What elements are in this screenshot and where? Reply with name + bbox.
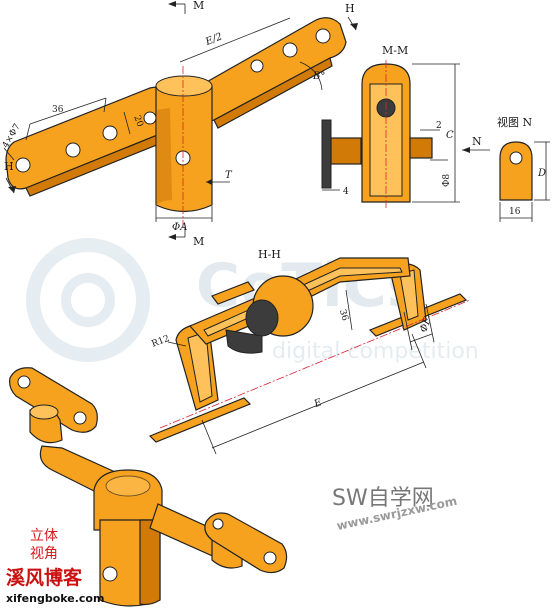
section-mark-h-right: H: [345, 2, 358, 31]
dim-36-left: 36: [25, 97, 107, 141]
dim-4: 4: [322, 187, 349, 197]
sw-brand: SW自学网: [332, 486, 434, 511]
dim-r12-label: R12: [151, 334, 172, 350]
section-mark-m-bottom-label: M: [193, 235, 204, 248]
dim-36-hh: 36: [337, 289, 353, 331]
dim-16: 16: [499, 202, 533, 222]
dim-phi8-label: Φ8: [442, 174, 452, 187]
dim-d-label: D: [537, 168, 546, 179]
iso-caption-line2: 视角: [30, 546, 58, 562]
section-hh-title: H-H: [258, 248, 281, 261]
blog-name: 溪风博客: [6, 566, 83, 589]
dim-2-label: 2: [436, 121, 442, 131]
view-n: 视图 N D 16: [497, 115, 550, 222]
section-mark-m-top-label: M: [193, 0, 204, 12]
top-detail-view: M M H H E/2 B°: [1, 0, 358, 248]
dim-b: B°: [299, 61, 325, 91]
view-n-arrow-label: N: [472, 135, 482, 148]
section-mark-m-bottom: M: [168, 227, 204, 248]
dim-t: T: [206, 170, 233, 185]
blog-url: xifengboke.com: [6, 592, 104, 605]
view-n-arrow: N: [462, 135, 490, 153]
dim-t-label: T: [225, 170, 233, 181]
section-mark-h-left: H: [4, 160, 16, 194]
dim-c-label: C: [446, 130, 454, 141]
dim-phi8: Φ8: [430, 159, 452, 187]
isometric-view: 立体 视角: [9, 367, 288, 607]
dim-4-label: 4: [343, 187, 349, 197]
dim-36-hh-label: 36: [337, 308, 350, 322]
dim-16-label: 16: [509, 207, 521, 217]
section-mark-h-right-label: H: [345, 2, 355, 15]
watermark-subtitle: digital competition: [272, 339, 479, 364]
section-mark-m-top: M: [168, 0, 204, 14]
dim-phi-f: ΦF: [403, 303, 435, 351]
dim-a-label: ΦA: [172, 222, 187, 233]
dim-36-left-label: 36: [52, 105, 64, 115]
dim-a: ΦA: [155, 206, 213, 233]
dim-2: 2: [420, 121, 442, 131]
dim-d: D: [534, 141, 550, 201]
dim-20-label: 20: [131, 114, 144, 128]
dim-c: C: [412, 63, 460, 203]
dim-phi-f-label: ΦF: [418, 315, 434, 334]
watermark-gear-icon: [26, 238, 150, 362]
section-mm-title: M-M: [382, 44, 408, 57]
section-mm-view: M-M C 2 Φ8 4: [321, 44, 490, 210]
iso-caption-line1: 立体: [30, 528, 58, 544]
section-mark-h-left-label: H: [4, 160, 14, 173]
view-n-title: 视图 N: [497, 115, 532, 129]
dim-b-label: B°: [312, 71, 325, 82]
dim-20: 20: [123, 111, 145, 135]
